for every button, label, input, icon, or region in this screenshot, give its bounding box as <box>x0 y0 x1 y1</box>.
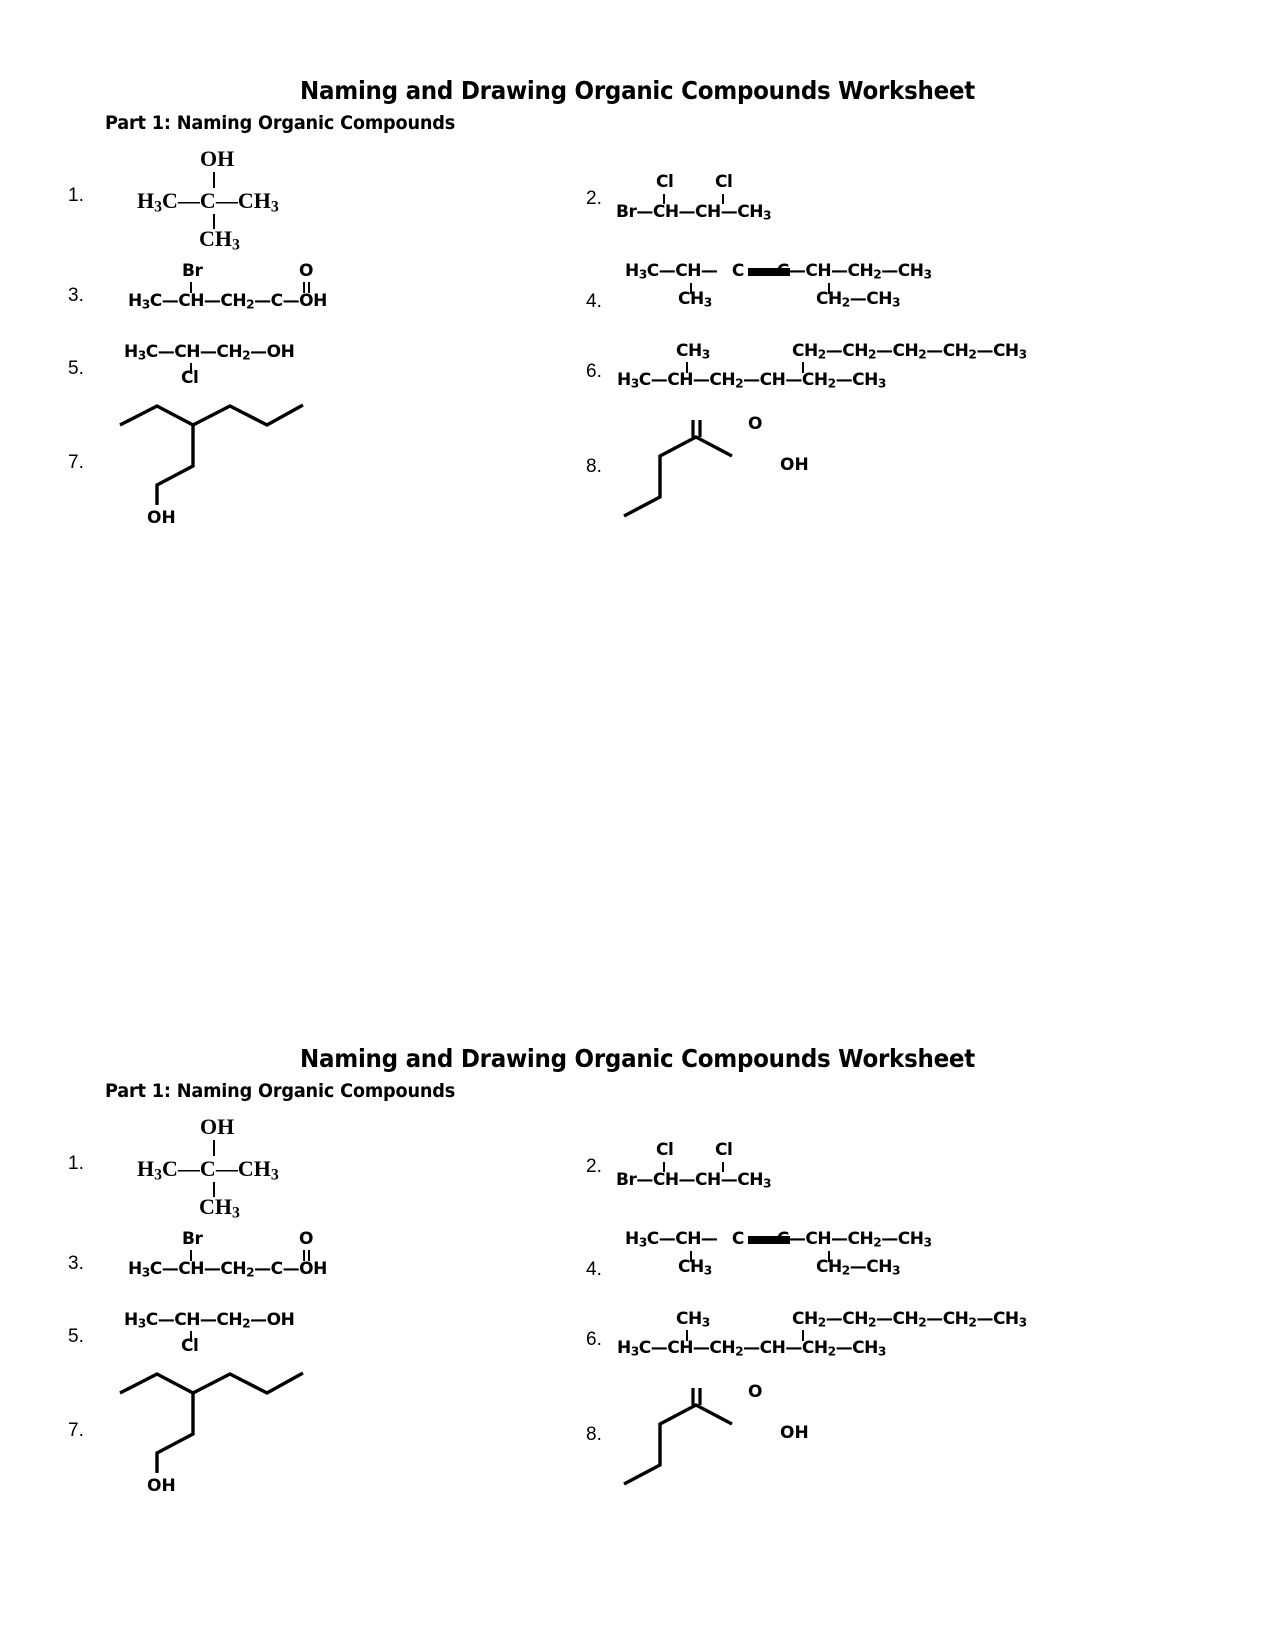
q5-bond-cl <box>190 1331 192 1342</box>
q6-sub-methyl: CH3 <box>676 1309 710 1330</box>
q8-skeletal-structure <box>618 1388 798 1488</box>
q1-main-chain: H3C—C—CH3 <box>137 188 279 216</box>
q1-atom-up: OH <box>200 146 235 171</box>
q2-bond-1 <box>663 194 665 204</box>
q3-carbonyl-o: O <box>299 1229 313 1249</box>
q5-sub-cl: Cl <box>181 1336 199 1356</box>
q1-bond-up <box>213 172 215 188</box>
question-number-3: 3. <box>68 285 84 306</box>
q4-sub-ethyl: CH2—CH3 <box>816 1257 900 1278</box>
question-number-5: 5. <box>68 358 84 379</box>
question-number-4: 4. <box>586 291 602 312</box>
q3-bond-o-a <box>303 1250 305 1261</box>
q8-label-o: O <box>748 1382 763 1402</box>
q5-bond-cl <box>190 363 192 374</box>
q6-bond-methyl <box>686 362 688 373</box>
q8-skeletal-structure <box>618 420 798 520</box>
question-number-7: 7. <box>68 1420 84 1441</box>
q4-triple-bond <box>748 1236 790 1244</box>
q2-sub-1: Cl <box>656 1140 674 1160</box>
q3-bond-o-a <box>303 282 305 293</box>
q7-skeletal-structure <box>110 392 310 507</box>
q2-sub-2: Cl <box>715 172 733 192</box>
q2-main-chain: Br—CH—CH—CH3 <box>616 202 771 223</box>
q5-main-chain: H3C—CH—CH2—OH <box>124 342 295 363</box>
worksheet-section: Naming and Drawing Organic Compounds Wor… <box>0 0 1275 528</box>
q2-sub-1: Cl <box>656 172 674 192</box>
q2-bond-2 <box>722 1162 724 1172</box>
q4-bond-sub2 <box>828 1251 830 1262</box>
q6-main-chain: H3C—CH—CH2—CH—CH2—CH3 <box>617 1338 886 1359</box>
question-number-2: 2. <box>586 1156 602 1177</box>
q7-skeletal-structure <box>110 1360 310 1475</box>
q7-label-oh: OH <box>147 1476 176 1496</box>
page-title: Naming and Drawing Organic Compounds Wor… <box>300 1044 975 1073</box>
q1-bond-down <box>213 1182 215 1197</box>
question-number-8: 8. <box>586 456 602 477</box>
q6-bond-branch <box>802 1330 804 1341</box>
q3-sub-br: Br <box>182 1229 203 1249</box>
question-number-8: 8. <box>586 1424 602 1445</box>
part-subtitle: Part 1: Naming Organic Compounds <box>105 1080 456 1102</box>
q3-bond-o-b <box>308 1250 310 1261</box>
worksheet-section: Naming and Drawing Organic Compounds Wor… <box>0 968 1275 1452</box>
q1-bond-up <box>213 1140 215 1156</box>
question-number-1: 1. <box>68 1153 84 1174</box>
q3-bond-br <box>190 282 192 293</box>
q6-branch-chain: CH2—CH2—CH2—CH2—CH3 <box>792 1309 1027 1330</box>
question-number-5: 5. <box>68 1326 84 1347</box>
q1-atom-down: CH3 <box>199 226 240 254</box>
question-number-6: 6. <box>586 361 602 382</box>
q4-bond-sub2 <box>828 283 830 294</box>
q3-carbonyl-o: O <box>299 261 313 281</box>
q5-main-chain: H3C—CH—CH2—OH <box>124 1310 295 1331</box>
q5-sub-cl: Cl <box>181 368 199 388</box>
q1-atom-up: OH <box>200 1114 235 1139</box>
q1-main-chain: H3C—C—CH3 <box>137 1156 279 1184</box>
q1-bond-down <box>213 214 215 229</box>
question-number-4: 4. <box>586 1259 602 1280</box>
q8-label-oh: OH <box>780 455 809 475</box>
q4-bond-sub1 <box>690 1251 692 1262</box>
q4-bond-sub1 <box>690 283 692 294</box>
q8-label-oh: OH <box>780 1423 809 1443</box>
q2-main-chain: Br—CH—CH—CH3 <box>616 1170 771 1191</box>
question-number-3: 3. <box>68 1253 84 1274</box>
q3-bond-o-b <box>308 282 310 293</box>
question-number-6: 6. <box>586 1329 602 1350</box>
question-number-7: 7. <box>68 452 84 473</box>
page-title: Naming and Drawing Organic Compounds Wor… <box>300 76 975 105</box>
q2-bond-1 <box>663 1162 665 1172</box>
worksheet-section: Naming and Drawing Organic Compounds Wor… <box>0 484 1275 1496</box>
q6-main-chain: H3C—CH—CH2—CH—CH2—CH3 <box>617 370 886 391</box>
q2-bond-2 <box>722 194 724 204</box>
q4-sub-ethyl: CH2—CH3 <box>816 289 900 310</box>
q8-label-o: O <box>748 414 763 434</box>
q6-sub-methyl: CH3 <box>676 341 710 362</box>
question-number-2: 2. <box>586 188 602 209</box>
q1-atom-down: CH3 <box>199 1194 240 1222</box>
q3-main-chain: H3C—CH—CH2—C—OH <box>128 1259 327 1280</box>
q7-label-oh: OH <box>147 508 176 528</box>
q6-bond-methyl <box>686 1330 688 1341</box>
q6-branch-chain: CH2—CH2—CH2—CH2—CH3 <box>792 341 1027 362</box>
q3-main-chain: H3C—CH—CH2—C—OH <box>128 291 327 312</box>
q3-bond-br <box>190 1250 192 1261</box>
q4-sub-methyl: CH3 <box>678 1257 712 1278</box>
q4-triple-bond <box>748 268 790 276</box>
q2-sub-2: Cl <box>715 1140 733 1160</box>
part-subtitle: Part 1: Naming Organic Compounds <box>105 112 456 134</box>
q3-sub-br: Br <box>182 261 203 281</box>
q6-bond-branch <box>802 362 804 373</box>
q4-sub-methyl: CH3 <box>678 289 712 310</box>
question-number-1: 1. <box>68 185 84 206</box>
